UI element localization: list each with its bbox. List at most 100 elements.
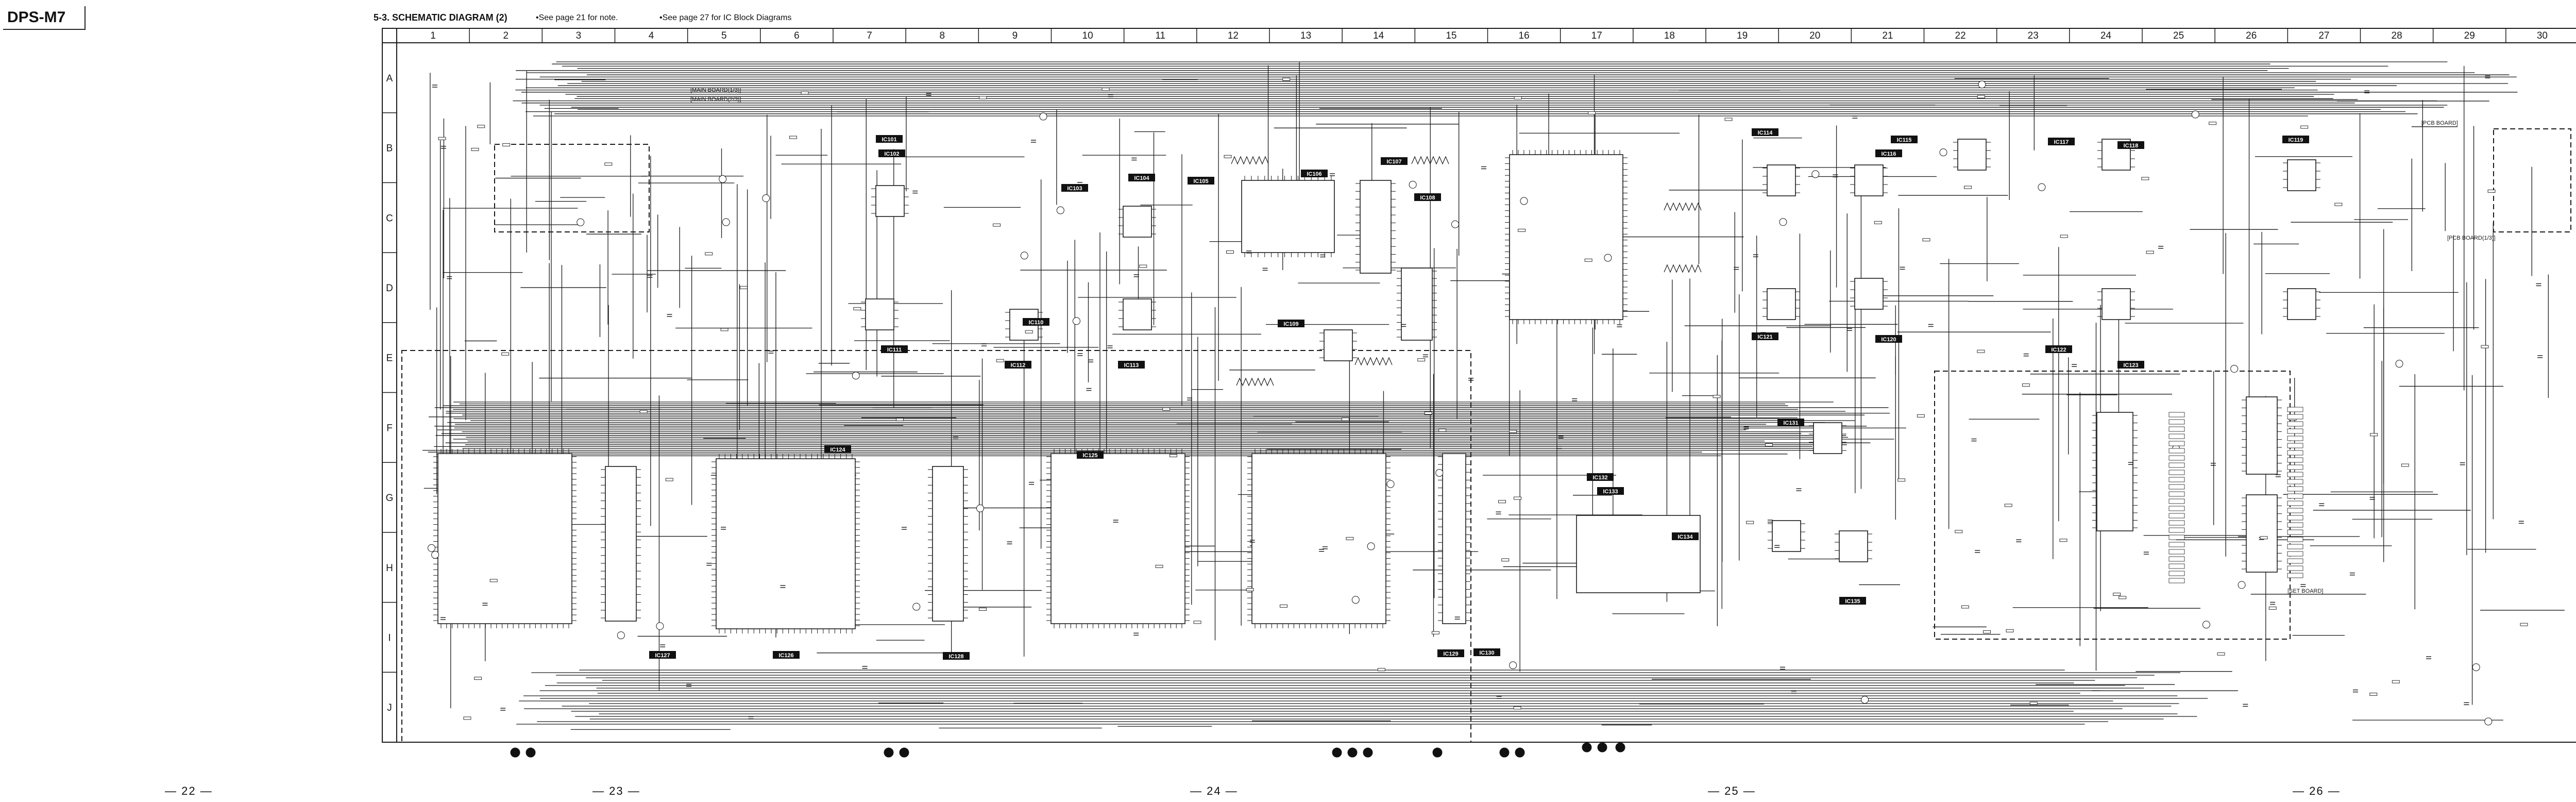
ic-box-1 — [1576, 515, 1701, 593]
connector-pin — [2287, 450, 2303, 456]
resistor — [1155, 564, 1163, 568]
svg-text:IC130: IC130 — [1479, 650, 1494, 656]
transistor — [2202, 621, 2210, 629]
terminal-12 — [1597, 742, 1607, 753]
resistor — [2209, 122, 2217, 125]
column-label-5: 5 — [721, 30, 727, 41]
column-label-28: 28 — [2392, 30, 2402, 41]
connector-pin — [2287, 493, 2303, 499]
board-label-pcb-board-right: [PCB BOARD(1/3)] — [2447, 235, 2496, 241]
ic-label-ic104: IC104 — [1128, 174, 1155, 181]
column-label-10: 10 — [1082, 30, 1093, 41]
svg-text:IC107: IC107 — [1386, 159, 1401, 165]
transistor — [762, 194, 770, 203]
waveform-2 — [1411, 156, 1449, 165]
connector-pin — [2168, 433, 2185, 439]
resistor — [2146, 250, 2154, 254]
transistor — [1604, 254, 1612, 262]
resistor — [2006, 629, 2014, 632]
ic-small-14 — [2283, 159, 2320, 191]
main-board-boundary — [401, 350, 1471, 743]
resistor — [1977, 95, 1985, 98]
resistor — [1431, 631, 1439, 634]
ic-label-ic129: IC129 — [1437, 649, 1464, 657]
svg-text:IC117: IC117 — [2054, 139, 2069, 145]
svg-text:IC126: IC126 — [778, 653, 793, 659]
column-label-12: 12 — [1228, 30, 1239, 41]
resistor — [1139, 264, 1147, 268]
svg-text:IC120: IC120 — [1881, 337, 1896, 343]
connector-pin — [2287, 515, 2303, 521]
ic-sop-2 — [1355, 180, 1396, 274]
resistor — [1713, 395, 1721, 398]
resistor — [1424, 411, 1432, 415]
resistor — [2059, 539, 2067, 542]
resistor — [2141, 177, 2149, 180]
resistor — [2260, 536, 2268, 540]
resistor — [2370, 433, 2378, 437]
svg-text:IC103: IC103 — [1067, 186, 1082, 192]
resistor — [463, 716, 471, 720]
column-label-27: 27 — [2318, 30, 2329, 41]
resistor — [1518, 228, 1526, 232]
model-tag: DPS-M7 — [3, 6, 86, 30]
row-label-B: B — [386, 143, 393, 154]
row-label-G: G — [386, 493, 394, 504]
resistor — [639, 410, 648, 413]
resistor — [1282, 77, 1291, 81]
resistor — [2113, 593, 2121, 596]
svg-text:IC131: IC131 — [1783, 420, 1798, 426]
connector-pin — [2168, 412, 2185, 417]
resistor — [853, 307, 861, 310]
terminal-2 — [526, 747, 536, 758]
svg-text:IC108: IC108 — [1420, 195, 1435, 201]
note-page21: •See page 21 for note. — [536, 13, 618, 22]
resistor — [1724, 118, 1733, 121]
transistor — [1056, 206, 1064, 214]
terminal-6 — [1347, 747, 1358, 758]
column-label-4: 4 — [649, 30, 654, 41]
ic-small-18 — [1835, 530, 1872, 562]
ic-label-ic130: IC130 — [1473, 648, 1500, 656]
transistor — [2038, 183, 2046, 191]
svg-text:IC115: IC115 — [1897, 137, 1912, 143]
ic-dip-3 — [1438, 453, 1470, 624]
ic-label-ic115: IC115 — [1891, 136, 1918, 143]
wiring — [422, 61, 2565, 730]
waveform-4 — [1664, 264, 1702, 273]
ic-label-ic127: IC127 — [649, 651, 676, 659]
ic-label-ic106: IC106 — [1301, 170, 1328, 177]
column-label-20: 20 — [1809, 30, 1820, 41]
page-number-25: — 25 — — [1708, 784, 1756, 797]
connector-pin — [2287, 436, 2303, 441]
ic-label-ic118: IC118 — [2117, 141, 2144, 149]
transistor — [617, 631, 625, 640]
transistor — [1072, 317, 1080, 325]
ic-label-ic119: IC119 — [2282, 136, 2309, 143]
page-number-23: — 23 — — [592, 784, 640, 797]
resistor — [993, 223, 1001, 227]
resistor — [2401, 463, 2409, 467]
connector-pin — [2168, 477, 2185, 482]
connector-pin — [2168, 470, 2185, 475]
connector-pin — [2168, 513, 2185, 519]
connector-pin — [2168, 419, 2185, 425]
resistor — [1509, 430, 1517, 433]
ic-qfp-1 — [433, 449, 577, 628]
resistor — [1874, 221, 1882, 224]
column-label-22: 22 — [1955, 30, 1966, 41]
ic-label-ic134: IC134 — [1672, 532, 1699, 540]
resistor — [665, 478, 673, 481]
ic-label-ic110: IC110 — [1023, 318, 1049, 326]
resistor — [604, 162, 613, 166]
ic-label-ic132: IC132 — [1587, 473, 1614, 481]
transistor — [2230, 364, 2239, 373]
ic-dip-6 — [2242, 494, 2282, 573]
transistor — [2472, 663, 2480, 672]
ic-label-ic105: IC105 — [1188, 177, 1214, 185]
ic-small-2 — [861, 298, 899, 330]
resistor — [2022, 383, 2030, 387]
board-label-pcb-board-top-right: [PCB BOARD] — [2421, 120, 2458, 126]
transistor — [577, 218, 585, 226]
